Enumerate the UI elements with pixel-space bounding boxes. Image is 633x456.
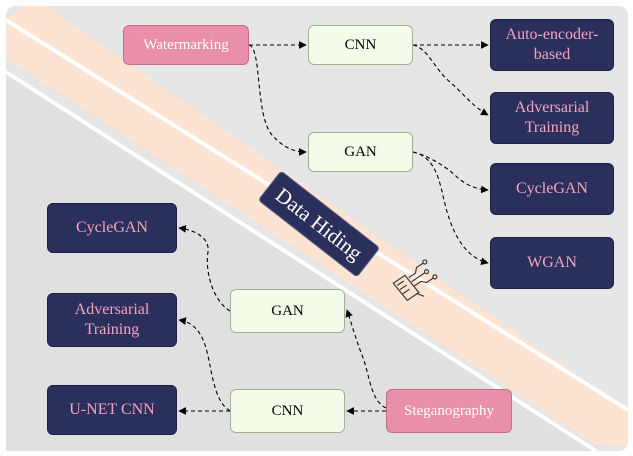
wgan-node: WGAN: [490, 237, 614, 289]
unet-cnn-node: U-NET CNN: [47, 385, 177, 435]
edge-gan-cyclegan-left: [178, 225, 231, 312]
watermarking-node: Watermarking: [123, 25, 249, 65]
edge-watermarking-gan: [248, 44, 307, 156]
cyclegan-node-left: CycleGAN: [47, 203, 177, 253]
autoencoder-node: Auto-encoder- based: [490, 19, 614, 71]
edge-steganography-gan: [345, 309, 387, 409]
band-edge-bottom: [4, 70, 598, 453]
cyclegan-node-right: CycleGAN: [490, 163, 614, 215]
adversarial-training-node-right: Adversarial Training: [490, 92, 614, 144]
gan-node-top: GAN: [308, 132, 413, 172]
circuit-hand-icon: [392, 259, 438, 302]
cnn-node-bottom: CNN: [230, 389, 345, 433]
steganography-node: Steganography: [386, 389, 512, 433]
edge-gan-cyclegan: [412, 151, 489, 194]
cnn-node-top: CNN: [308, 25, 413, 65]
gan-node-bottom: GAN: [230, 289, 345, 333]
edge-gan-wgan: [412, 151, 489, 266]
adversarial-training-node-left: Adversarial Training: [47, 293, 177, 347]
connectors: [178, 41, 489, 415]
edge-cnn-adversarial-left: [178, 317, 231, 412]
